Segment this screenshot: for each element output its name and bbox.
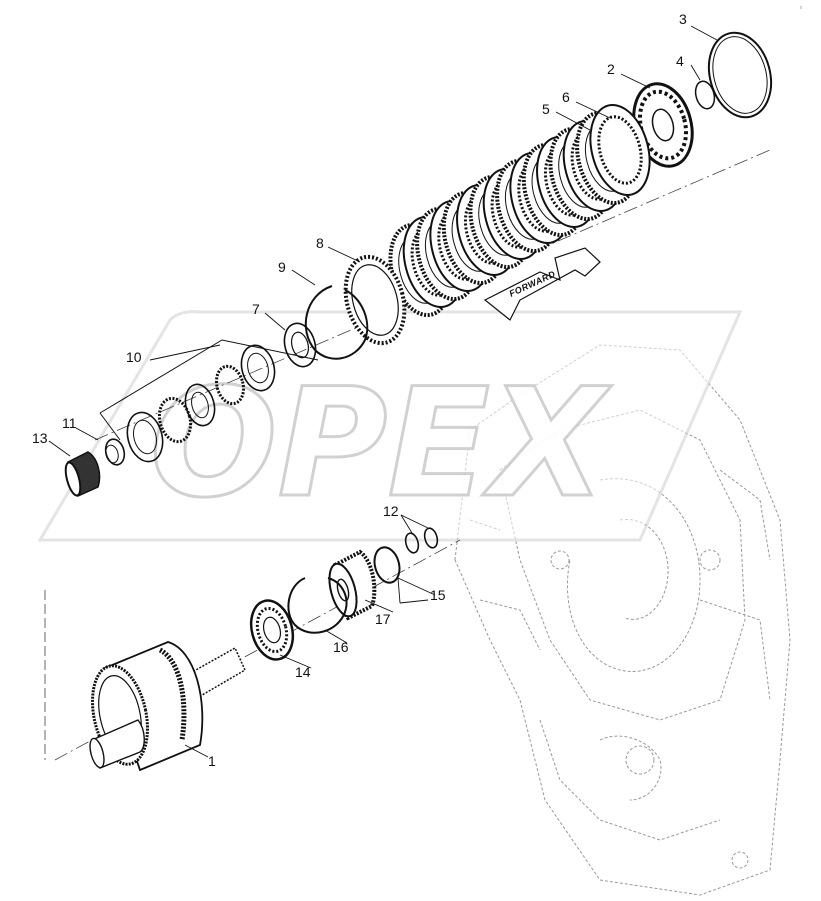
corner-mark: ᐦ	[800, 6, 802, 13]
watermark: OPEX	[37, 310, 743, 542]
callout-3: 3	[679, 11, 687, 27]
part-15-retaining-ring	[373, 546, 401, 584]
callout-10: 10	[126, 349, 142, 365]
callouts: 3 2 4 6 5 8 9 7 10 11 13 12 15 17 16 14 …	[32, 11, 687, 769]
part-5-6-clutch-pack	[388, 103, 651, 318]
part-3-snap-ring	[707, 31, 773, 119]
part-17-spur-gear	[328, 549, 377, 621]
part-7-washer	[283, 322, 317, 368]
callout-1: 1	[208, 753, 216, 769]
callout-12: 12	[383, 503, 399, 519]
part-11-ring	[104, 438, 126, 466]
callout-14: 14	[295, 664, 311, 680]
callout-6: 6	[562, 89, 570, 105]
callout-13: 13	[32, 430, 48, 446]
part-9-snap-ring	[304, 285, 369, 360]
leader-lines	[48, 25, 718, 758]
callout-8: 8	[316, 235, 324, 251]
callout-15: 15	[430, 587, 446, 603]
watermark-text: OPEX	[150, 357, 612, 531]
part-8-toothed-disc	[343, 254, 407, 346]
part-10-thrust-washers	[99, 339, 319, 463]
part-13-gear	[64, 451, 101, 498]
part-16-snap-ring	[287, 577, 348, 634]
clutch-disc-inner	[597, 115, 643, 185]
callout-11: 11	[62, 415, 77, 431]
callout-17: 17	[375, 611, 391, 627]
part-4-retaining-ring	[694, 80, 716, 110]
callout-5: 5	[542, 101, 550, 117]
part-12-o-rings	[404, 527, 439, 554]
callout-9: 9	[278, 259, 286, 275]
clutch-disc	[589, 103, 651, 197]
callout-4: 4	[676, 53, 684, 69]
part-14-bearing	[249, 599, 295, 661]
callout-2: 2	[607, 61, 615, 77]
callout-16: 16	[333, 639, 349, 655]
part-1-shaft-drum	[89, 641, 246, 772]
callout-7: 7	[252, 301, 260, 317]
